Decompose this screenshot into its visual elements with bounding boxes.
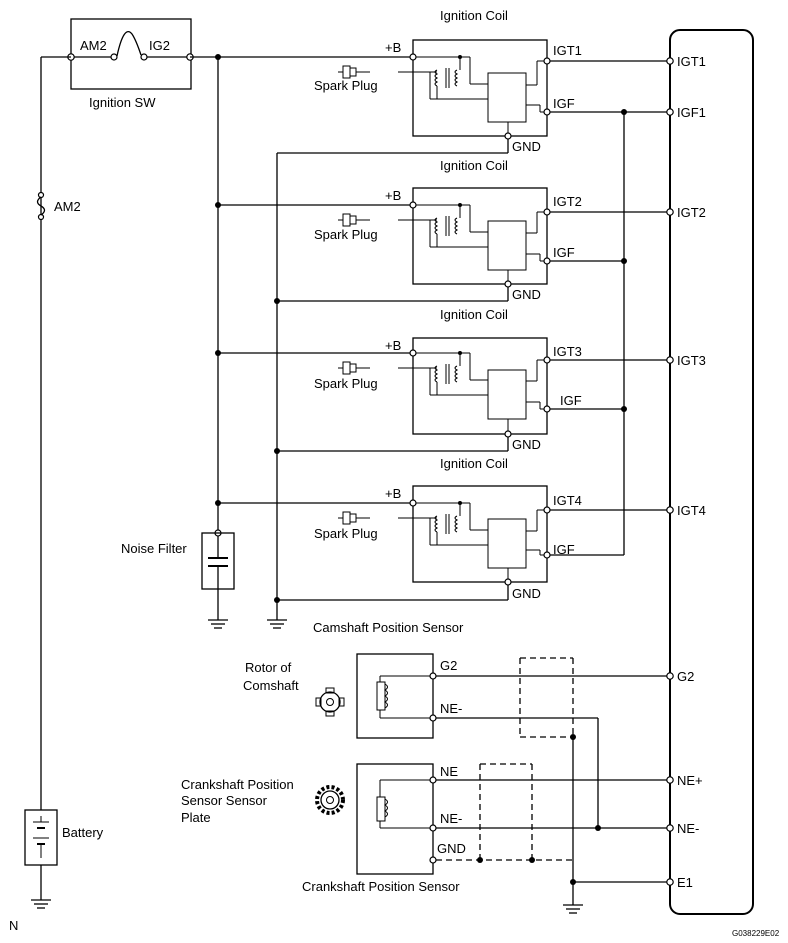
svg-text:Ignition Coil: Ignition Coil bbox=[440, 158, 508, 173]
svg-text:GND: GND bbox=[512, 437, 541, 452]
svg-text:IGT4: IGT4 bbox=[553, 493, 582, 508]
svg-text:+B: +B bbox=[385, 338, 401, 353]
spark-plug-icon bbox=[338, 511, 370, 525]
svg-text:Rotor of: Rotor of bbox=[245, 660, 292, 675]
ecm-pin-igt4: IGT4 bbox=[666, 503, 706, 518]
svg-text:IGT2: IGT2 bbox=[553, 194, 582, 209]
svg-text:+B: +B bbox=[385, 40, 401, 55]
svg-text:Ignition Coil: Ignition Coil bbox=[440, 307, 508, 322]
svg-text:NE+: NE+ bbox=[677, 773, 703, 788]
svg-text:Comshaft: Comshaft bbox=[243, 678, 299, 693]
svg-text:GND: GND bbox=[512, 139, 541, 154]
ground-symbol-coils bbox=[267, 619, 287, 629]
svg-text:NE-: NE- bbox=[677, 821, 699, 836]
ignition-coil-1: Ignition Coil +B IGT1 IGF GND bbox=[314, 8, 582, 154]
crankshaft-sensor-plate-icon bbox=[315, 785, 345, 815]
svg-text:IGT3: IGT3 bbox=[677, 353, 706, 368]
crank-sensor-shield bbox=[436, 763, 573, 861]
svg-text:GND: GND bbox=[512, 586, 541, 601]
svg-text:Crankshaft Position: Crankshaft Position bbox=[181, 777, 294, 792]
battery: Battery bbox=[24, 809, 104, 866]
ignition-switch: AM2 IG2 Ignition SW bbox=[67, 18, 194, 110]
ignition-coil-4: Ignition Coil +B IGT4 IGF GND bbox=[314, 456, 582, 601]
svg-text:IGF: IGF bbox=[553, 542, 575, 557]
ecm-box bbox=[669, 29, 754, 915]
svg-text:GND: GND bbox=[512, 287, 541, 302]
svg-text:Plate: Plate bbox=[181, 810, 211, 825]
ecm-pin-igt3: IGT3 bbox=[666, 353, 706, 368]
camshaft-rotor-icon bbox=[315, 687, 345, 717]
ground-symbol-noise-filter bbox=[208, 619, 228, 629]
svg-text:Ignition Coil: Ignition Coil bbox=[440, 8, 508, 23]
svg-text:G2: G2 bbox=[440, 658, 457, 673]
ecm-pin-igt1: IGT1 bbox=[666, 54, 706, 69]
svg-text:Spark Plug: Spark Plug bbox=[314, 78, 378, 93]
camshaft-position-sensor: Camshaft Position Sensor G2 NE- Rotor of… bbox=[243, 620, 464, 739]
svg-text:Spark Plug: Spark Plug bbox=[314, 526, 378, 541]
svg-text:IGF1: IGF1 bbox=[677, 105, 706, 120]
svg-text:IGF: IGF bbox=[553, 245, 575, 260]
ignition-coil-3: Ignition Coil +B IGT3 IGF GND bbox=[314, 307, 582, 452]
ecm-pin-igf1: IGF1 bbox=[666, 105, 706, 120]
svg-text:IG2: IG2 bbox=[149, 38, 170, 53]
svg-text:NE: NE bbox=[440, 764, 458, 779]
svg-text:Camshaft Position Sensor: Camshaft Position Sensor bbox=[313, 620, 464, 635]
svg-text:IGT4: IGT4 bbox=[677, 503, 706, 518]
svg-text:Spark Plug: Spark Plug bbox=[314, 227, 378, 242]
svg-text:NE-: NE- bbox=[440, 811, 462, 826]
ecm-pin-ne-plus: NE+ bbox=[666, 773, 703, 788]
svg-text:Ignition Coil: Ignition Coil bbox=[440, 456, 508, 471]
cam-sensor-shield bbox=[519, 657, 574, 738]
svg-text:Battery: Battery bbox=[62, 825, 104, 840]
svg-text:NE-: NE- bbox=[440, 701, 462, 716]
svg-text:Spark Plug: Spark Plug bbox=[314, 376, 378, 391]
svg-text:+B: +B bbox=[385, 188, 401, 203]
ground-symbol-sensors bbox=[563, 904, 583, 914]
svg-text:AM2: AM2 bbox=[80, 38, 107, 53]
ecm-pin-ne-minus: NE- bbox=[666, 821, 699, 836]
svg-text:Ignition SW: Ignition SW bbox=[89, 95, 156, 110]
crankshaft-position-sensor: Crankshaft Position Sensor NE NE- GND Cr… bbox=[181, 763, 466, 894]
spark-plug-icon bbox=[338, 213, 370, 227]
corner-mark: N bbox=[9, 918, 18, 933]
svg-text:GND: GND bbox=[437, 841, 466, 856]
spark-plug-icon bbox=[338, 361, 370, 375]
ecm-pin-e1: E1 bbox=[666, 875, 693, 890]
svg-text:Noise Filter: Noise Filter bbox=[121, 541, 187, 556]
svg-text:IGF: IGF bbox=[553, 96, 575, 111]
ground-symbol-battery bbox=[31, 899, 51, 909]
svg-text:IGT3: IGT3 bbox=[553, 344, 582, 359]
ignition-coil-2: Ignition Coil +B IGT2 IGF GND bbox=[314, 158, 582, 302]
svg-text:E1: E1 bbox=[677, 875, 693, 890]
figure-code: G038229E02 bbox=[732, 929, 780, 938]
svg-text:IGT1: IGT1 bbox=[553, 43, 582, 58]
ecm-pin-igt2: IGT2 bbox=[666, 205, 706, 220]
svg-text:IGF: IGF bbox=[560, 393, 582, 408]
spark-plug-icon bbox=[338, 65, 370, 79]
svg-text:Crankshaft Position Sensor: Crankshaft Position Sensor bbox=[302, 879, 460, 894]
svg-text:Sensor Sensor: Sensor Sensor bbox=[181, 793, 268, 808]
svg-text:+B: +B bbox=[385, 486, 401, 501]
svg-text:AM2: AM2 bbox=[54, 199, 81, 214]
svg-text:IGT2: IGT2 bbox=[677, 205, 706, 220]
svg-text:IGT1: IGT1 bbox=[677, 54, 706, 69]
fuse-am2: AM2 bbox=[36, 191, 81, 221]
noise-filter: Noise Filter bbox=[121, 503, 235, 620]
svg-text:G2: G2 bbox=[677, 669, 694, 684]
